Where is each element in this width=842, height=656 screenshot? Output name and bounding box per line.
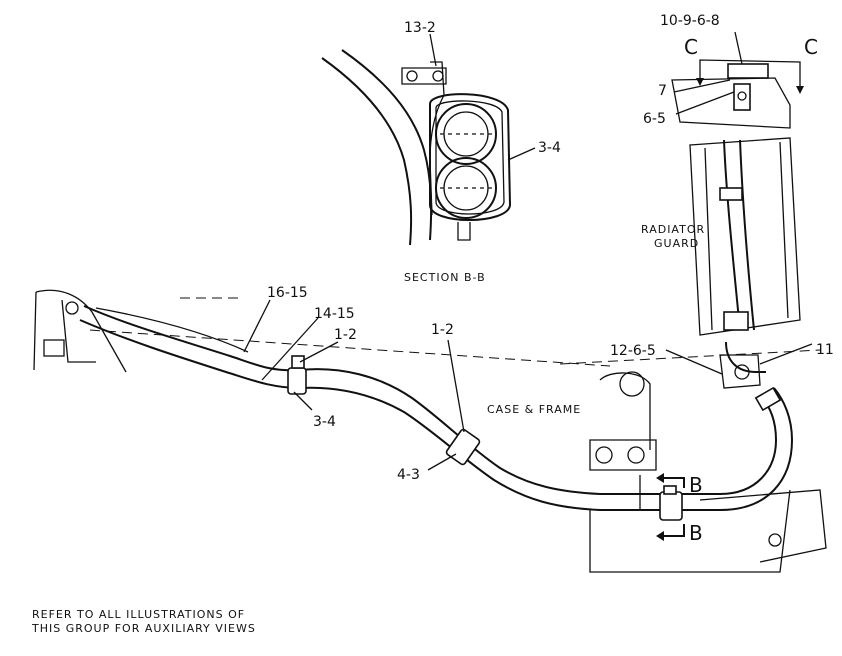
label-c-left: C	[684, 35, 698, 59]
section-bb-label-13-2: 13-2	[404, 20, 436, 36]
radiator-guard-view: 10-9-6-8 C C 7 6-5 RADIATOR GUARD 12-6-5…	[610, 13, 834, 389]
label-4-3: 4-3	[397, 467, 420, 483]
case-frame-label: CASE & FRAME	[487, 403, 581, 416]
label-1-2-b: 1-2	[431, 322, 454, 338]
radiator-guard-label-line2: GUARD	[654, 237, 699, 250]
section-b-marker-bottom: B	[689, 521, 703, 545]
label-11: 11	[816, 342, 834, 358]
note-line-2: THIS GROUP FOR AUXILIARY VIEWS	[32, 622, 256, 635]
section-b-marker-top: B	[689, 473, 703, 497]
label-14-15: 14-15	[314, 306, 355, 322]
label-12-6-5: 12-6-5	[610, 343, 656, 359]
main-hose-view: 16-15 14-15 1-2 3-4 1-2 4-3 CASE & FRAME…	[33, 285, 827, 573]
label-7: 7	[658, 83, 667, 99]
label-3-4: 3-4	[313, 414, 336, 430]
label-10-9-6-8: 10-9-6-8	[660, 13, 720, 29]
section-bb-label-3-4: 3-4	[538, 140, 561, 156]
label-c-right: C	[804, 35, 818, 59]
label-6-5: 6-5	[643, 111, 666, 127]
label-1-2-a: 1-2	[334, 327, 357, 343]
section-bb-title: SECTION B-B	[404, 271, 486, 284]
label-16-15: 16-15	[267, 285, 308, 301]
section-bb-view: 13-2 3-4 SECTION B-B	[321, 20, 561, 284]
note-line-1: REFER TO ALL ILLUSTRATIONS OF	[32, 608, 246, 621]
radiator-guard-label-line1: RADIATOR	[641, 223, 705, 236]
